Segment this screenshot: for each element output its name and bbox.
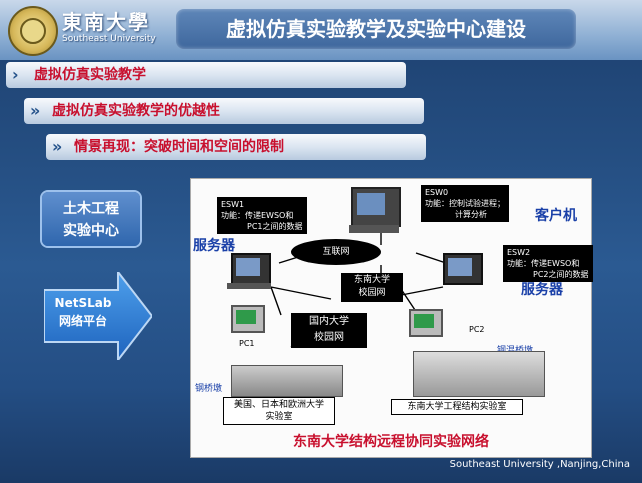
double-chevron-right-icon: » <box>30 101 41 120</box>
seu-campus-line1: 东南大学 <box>353 275 390 285</box>
domestic-line1: 国内大学 <box>309 316 349 327</box>
seu-test-rig-icon <box>413 351 545 397</box>
outline-item-level3: » 情景再现：突破时间和空间的限制 <box>46 134 426 160</box>
pc2-computer-icon <box>409 309 443 337</box>
server-right-computer-icon <box>443 253 483 285</box>
internet-label: 互联网 <box>322 247 350 257</box>
domestic-line2: 校园网 <box>314 332 344 343</box>
overseas-lab-label: 美国、日本和欧洲大学 实验室 <box>223 397 335 425</box>
outline-label-level2: 虚拟仿真实验教学的优越性 <box>52 103 220 119</box>
outline-item-level1: › 虚拟仿真实验教学 <box>6 62 406 88</box>
esw2-line1: ESW2 <box>507 248 531 257</box>
chevron-right-icon: › <box>12 65 19 84</box>
seu-campus-line2: 校园网 <box>358 288 386 298</box>
steel-pier-label: 钢桥墩 <box>195 384 223 394</box>
esw2-line3: PC2之间的数据 <box>533 270 589 279</box>
netslab-label: NetSLab 网络平台 <box>46 296 120 329</box>
esw0-line2: 功能：控制试验进程； <box>425 199 505 208</box>
esw0-line3: 计算分析 <box>455 210 487 219</box>
university-name-en: Southeast University <box>62 34 156 44</box>
client-computer-icon <box>351 187 401 227</box>
server-right-label: 服务器 <box>521 282 563 298</box>
esw1-label: ESW1 功能：传递EWSO和 PC1之间的数据 <box>217 197 307 234</box>
client-label: 客户机 <box>535 208 577 224</box>
slide-title: 虚拟仿真实验教学及实验中心建设 <box>226 17 526 41</box>
internet-node: 互联网 <box>291 239 381 265</box>
esw1-line1: ESW1 <box>221 200 245 209</box>
footer-text: Southeast University ,Nanjing,China <box>449 459 630 470</box>
diagram-caption: 东南大学结构远程协同实验网络 <box>293 434 489 450</box>
esw0-line1: ESW0 <box>425 188 449 197</box>
pc2-label: PC2 <box>469 325 485 334</box>
domestic-campus-node: 国内大学 校园网 <box>291 313 367 348</box>
civil-lab-line1: 土木工程 <box>63 201 119 217</box>
outline-label-level3: 情景再现：突破时间和空间的限制 <box>74 139 284 155</box>
overseas-lab-line1: 美国、日本和欧洲大学 <box>233 400 324 410</box>
outline-label-level1: 虚拟仿真实验教学 <box>34 67 146 83</box>
overseas-test-rig-icon <box>231 365 343 397</box>
netslab-line2: 网络平台 <box>58 314 107 328</box>
seu-lab-label: 东南大学工程结构实验室 <box>391 399 523 415</box>
outline-item-level2: » 虚拟仿真实验教学的优越性 <box>24 98 424 124</box>
server-left-keyboard-icon <box>227 283 271 289</box>
keyboard-icon <box>349 225 399 233</box>
network-diagram: ESW0 功能：控制试验进程； 计算分析 客户机 ESW1 功能：传递EWSO和… <box>190 178 593 458</box>
pc1-label: PC1 <box>239 339 255 348</box>
netslab-line1: NetSLab <box>54 296 112 310</box>
netslab-arrow-icon <box>44 272 152 360</box>
civil-lab-box: 土木工程 实验中心 <box>42 192 140 246</box>
server-left-label: 服务器 <box>193 238 235 254</box>
seu-campus-node: 东南大学 校园网 <box>341 273 403 302</box>
esw1-line3: PC1之间的数据 <box>247 222 303 231</box>
civil-lab-line2: 实验中心 <box>63 223 119 239</box>
server-left-computer-icon <box>231 253 271 285</box>
esw2-label: ESW2 功能：传递EWSO和 PC2之间的数据 <box>503 245 593 282</box>
university-logo-icon <box>8 6 58 56</box>
university-name: 東南大學 <box>62 10 150 34</box>
overseas-lab-line2: 实验室 <box>265 412 293 422</box>
double-chevron-right-icon: » <box>52 137 63 156</box>
esw0-label: ESW0 功能：控制试验进程； 计算分析 <box>421 185 509 222</box>
title-box: 虚拟仿真实验教学及实验中心建设 <box>176 9 576 49</box>
esw2-line2: 功能：传递EWSO和 <box>507 259 580 268</box>
esw1-line2: 功能：传递EWSO和 <box>221 211 294 220</box>
pc1-computer-icon <box>231 305 265 333</box>
